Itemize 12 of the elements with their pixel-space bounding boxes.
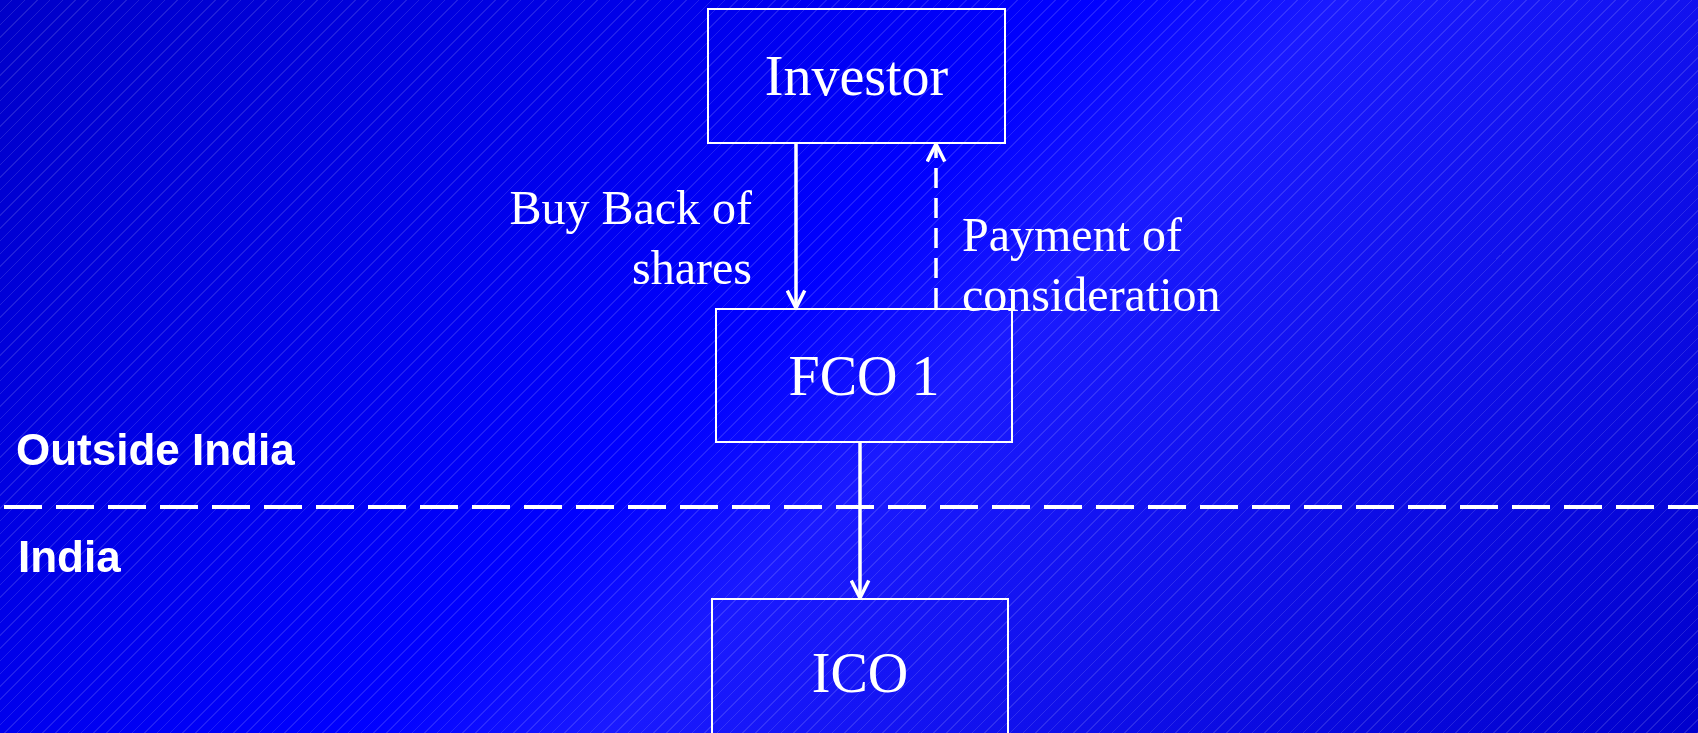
entity-name: FCO 1: [788, 347, 940, 404]
region-label: Outside India: [16, 428, 295, 472]
arrow: [925, 142, 947, 308]
entity-box: [711, 598, 1009, 733]
entity-box: [707, 8, 1006, 144]
region-label: India: [18, 535, 121, 579]
entity-name: ICO: [811, 645, 909, 701]
arrow: [785, 144, 807, 310]
edge-label: Payment of consideration: [962, 207, 1222, 323]
entity-name: Investor: [764, 48, 949, 104]
edge-label: Buy Back of shares: [508, 180, 752, 296]
arrow: [849, 443, 871, 600]
